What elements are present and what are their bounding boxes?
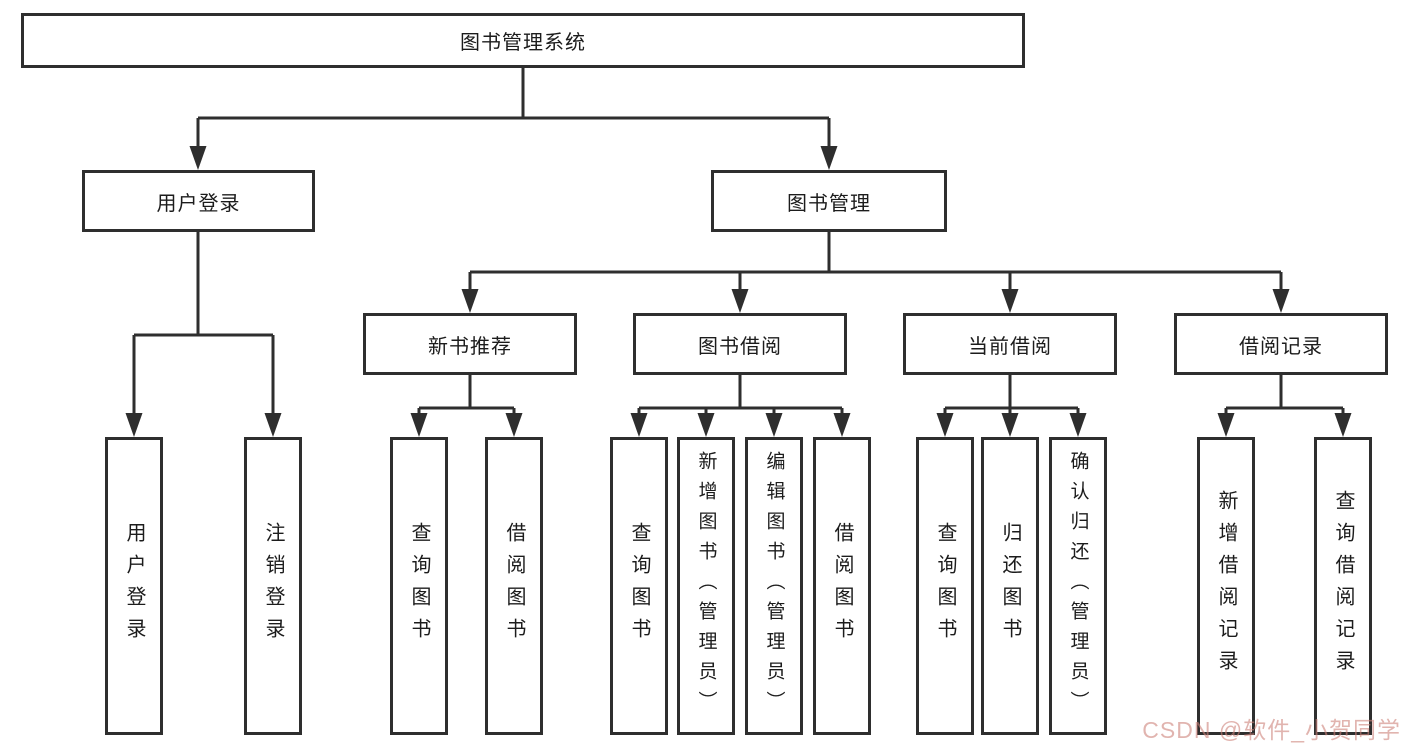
leaf-user-login: 用户登录 bbox=[105, 437, 163, 735]
leaf-label: 编辑图书（管理员） bbox=[763, 451, 785, 721]
node-book-borrow: 图书借阅 bbox=[633, 313, 847, 375]
node-new-book-recommend: 新书推荐 bbox=[363, 313, 577, 375]
node-user-login: 用户登录 bbox=[82, 170, 315, 232]
node-root-system: 图书管理系统 bbox=[21, 13, 1025, 68]
node-book-management-label: 图书管理 bbox=[787, 192, 871, 215]
node-current-borrow: 当前借阅 bbox=[903, 313, 1117, 375]
leaf-label: 借阅图书 bbox=[503, 522, 525, 650]
node-book-borrow-label: 图书借阅 bbox=[698, 335, 782, 358]
leaf-query-borrow-record: 查询借阅记录 bbox=[1314, 437, 1372, 735]
node-borrow-records: 借阅记录 bbox=[1174, 313, 1388, 375]
leaf-borrow-book-newbook: 借阅图书 bbox=[485, 437, 543, 735]
leaf-add-book-admin: 新增图书（管理员） bbox=[677, 437, 735, 735]
node-borrow-records-label: 借阅记录 bbox=[1239, 335, 1323, 358]
leaf-logout: 注销登录 bbox=[244, 437, 302, 735]
leaf-add-borrow-record: 新增借阅记录 bbox=[1197, 437, 1255, 735]
leaf-label: 查询图书 bbox=[628, 522, 650, 650]
leaf-label: 注销登录 bbox=[262, 522, 284, 650]
leaf-query-book-borrow: 查询图书 bbox=[610, 437, 668, 735]
leaf-confirm-return-admin: 确认归还（管理员） bbox=[1049, 437, 1107, 735]
leaf-query-book-newbook: 查询图书 bbox=[390, 437, 448, 735]
node-root-label: 图书管理系统 bbox=[460, 32, 586, 54]
leaf-label: 新增图书（管理员） bbox=[695, 451, 717, 721]
leaf-label: 查询借阅记录 bbox=[1332, 490, 1354, 682]
arrowheads bbox=[125, 146, 1352, 437]
leaf-return-book: 归还图书 bbox=[981, 437, 1039, 735]
node-new-book-recommend-label: 新书推荐 bbox=[428, 335, 512, 358]
leaf-label: 归还图书 bbox=[999, 522, 1021, 650]
node-current-borrow-label: 当前借阅 bbox=[968, 335, 1052, 358]
leaf-query-book-current: 查询图书 bbox=[916, 437, 974, 735]
leaf-label: 新增借阅记录 bbox=[1215, 490, 1237, 682]
leaf-label: 确认归还（管理员） bbox=[1067, 451, 1089, 721]
leaf-label: 用户登录 bbox=[123, 522, 145, 650]
leaf-borrow-book: 借阅图书 bbox=[813, 437, 871, 735]
node-book-management: 图书管理 bbox=[711, 170, 947, 232]
leaf-label: 查询图书 bbox=[934, 522, 956, 650]
leaf-label: 查询图书 bbox=[408, 522, 430, 650]
leaf-label: 借阅图书 bbox=[831, 522, 853, 650]
csdn-watermark: CSDN @软件_小贺同学 bbox=[1142, 717, 1401, 743]
leaf-edit-book-admin: 编辑图书（管理员） bbox=[745, 437, 803, 735]
node-user-login-label: 用户登录 bbox=[156, 192, 241, 215]
